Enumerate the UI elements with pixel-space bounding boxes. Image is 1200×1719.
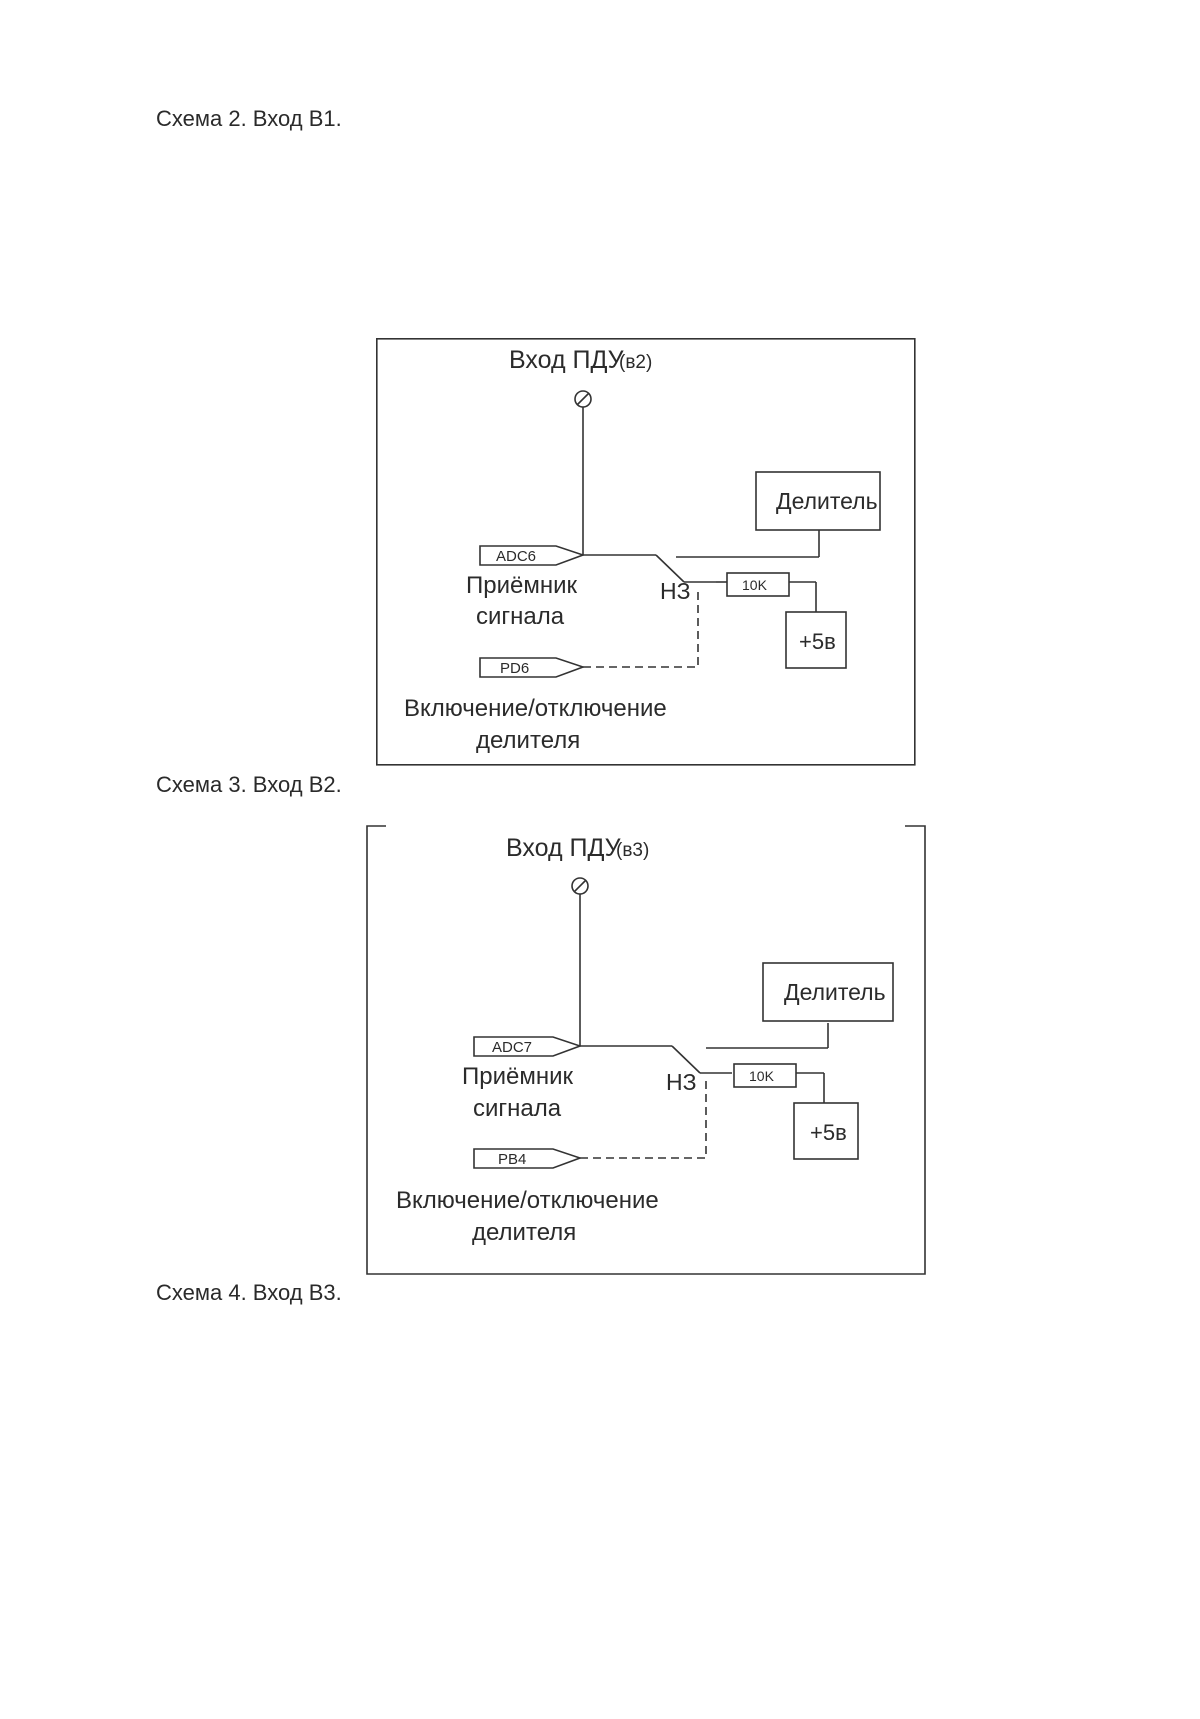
- control-pin-label: PD6: [500, 660, 529, 677]
- adc-pin-tag: [479, 545, 586, 566]
- nc-label: НЗ: [666, 1069, 697, 1095]
- switch-blade: [655, 554, 685, 583]
- circuit-diagram-b2-svg: Вход ПДУ (в2) ADC6 Делитель 10K +5в НЗ П…: [376, 338, 916, 766]
- control-pin-tag: [473, 1148, 583, 1169]
- power-label: +5в: [799, 629, 836, 654]
- receiver-label-line2: сигнала: [473, 1095, 562, 1122]
- control-pin-label: PB4: [498, 1151, 526, 1168]
- circuit-diagram-b3-svg: Вход ПДУ (в3) ADC7 Делитель 10K +5в НЗ П…: [366, 825, 926, 1275]
- receiver-label-line2: сигнала: [476, 603, 565, 630]
- power-5v-block: [785, 611, 847, 669]
- caption-scheme-2: Схема 2. Вход В1.: [156, 106, 342, 131]
- diagram-frame: [366, 825, 926, 1275]
- input-sublabel: (в3): [616, 840, 649, 861]
- resistor-label: 10K: [742, 577, 768, 593]
- input-sublabel: (в2): [619, 352, 652, 373]
- adc-pin-label: ADC6: [496, 548, 536, 565]
- circuit-diagram-b3: Вход ПДУ (в3) ADC7 Делитель 10K +5в НЗ П…: [366, 825, 926, 1275]
- receiver-label-line1: Приёмник: [462, 1063, 574, 1090]
- input-label: Вход ПДУ: [509, 346, 624, 374]
- nc-label: НЗ: [660, 578, 691, 604]
- power-5v-block: [793, 1102, 859, 1160]
- diagram-frame: [376, 338, 916, 766]
- resistor-10k: [733, 1063, 797, 1088]
- adc-pin-tag: [473, 1036, 583, 1057]
- divider-block: [755, 471, 881, 531]
- adc-pin-label: ADC7: [492, 1039, 532, 1056]
- divider-block: [762, 962, 894, 1022]
- caption-scheme-3: Схема 3. Вход В2.: [156, 772, 342, 797]
- control-label-line2: делителя: [472, 1219, 576, 1246]
- divider-label: Делитель: [784, 979, 886, 1005]
- control-dashed-wire: [580, 1079, 707, 1159]
- input-label: Вход ПДУ: [506, 834, 621, 862]
- caption-scheme-4: Схема 4. Вход В3.: [156, 1280, 342, 1305]
- control-label-line1: Включение/отключение: [396, 1187, 659, 1214]
- circuit-diagram-b2: Вход ПДУ (в2) ADC6 Делитель 10K +5в НЗ П…: [376, 338, 916, 766]
- control-label-line1: Включение/отключение: [404, 695, 667, 722]
- switch-blade: [671, 1045, 701, 1074]
- power-label: +5в: [810, 1120, 847, 1145]
- resistor-label: 10K: [749, 1068, 775, 1084]
- control-label-line2: делителя: [476, 727, 580, 754]
- receiver-label-line1: Приёмник: [466, 572, 578, 599]
- resistor-10k: [726, 572, 790, 597]
- control-pin-tag: [479, 657, 586, 678]
- divider-label: Делитель: [776, 488, 878, 514]
